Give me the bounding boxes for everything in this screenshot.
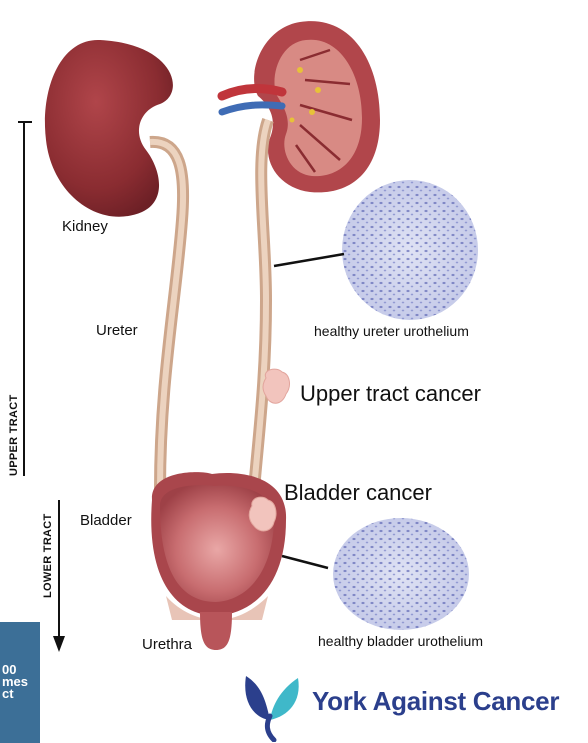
- bladder-cancer-label: Bladder cancer: [284, 480, 432, 506]
- upper-tract-tumor: [263, 369, 289, 403]
- ureter-tissue-image: [342, 180, 478, 320]
- york-against-cancer-name: York Against Cancer: [312, 686, 559, 717]
- urethra-label: Urethra: [142, 636, 192, 653]
- healthy-bladder-caption: healthy bladder urothelium: [318, 633, 483, 649]
- lower-tract-arrowhead: [53, 636, 65, 652]
- ureter-connector: [274, 254, 344, 266]
- lower-tract-axis-label: LOWER TRACT: [42, 513, 54, 598]
- ureter-label: Ureter: [96, 322, 138, 339]
- bladder-connector: [282, 556, 328, 568]
- left-kidney: [45, 40, 173, 217]
- healthy-ureter-caption: healthy ureter urothelium: [314, 323, 469, 339]
- badge-line-3: ct: [2, 688, 40, 700]
- bladder-tumor: [249, 497, 276, 531]
- upper-tract-axis-label: UPPER TRACT: [8, 394, 20, 476]
- bladder-label: Bladder: [80, 512, 132, 529]
- upper-tract-cancer-label: Upper tract cancer: [300, 381, 481, 407]
- york-against-cancer-logo-icon: [240, 672, 306, 742]
- partner-badge: 00 mes ct: [0, 622, 40, 743]
- bladder-tissue-image: [333, 518, 469, 630]
- kidney-label: Kidney: [62, 218, 108, 235]
